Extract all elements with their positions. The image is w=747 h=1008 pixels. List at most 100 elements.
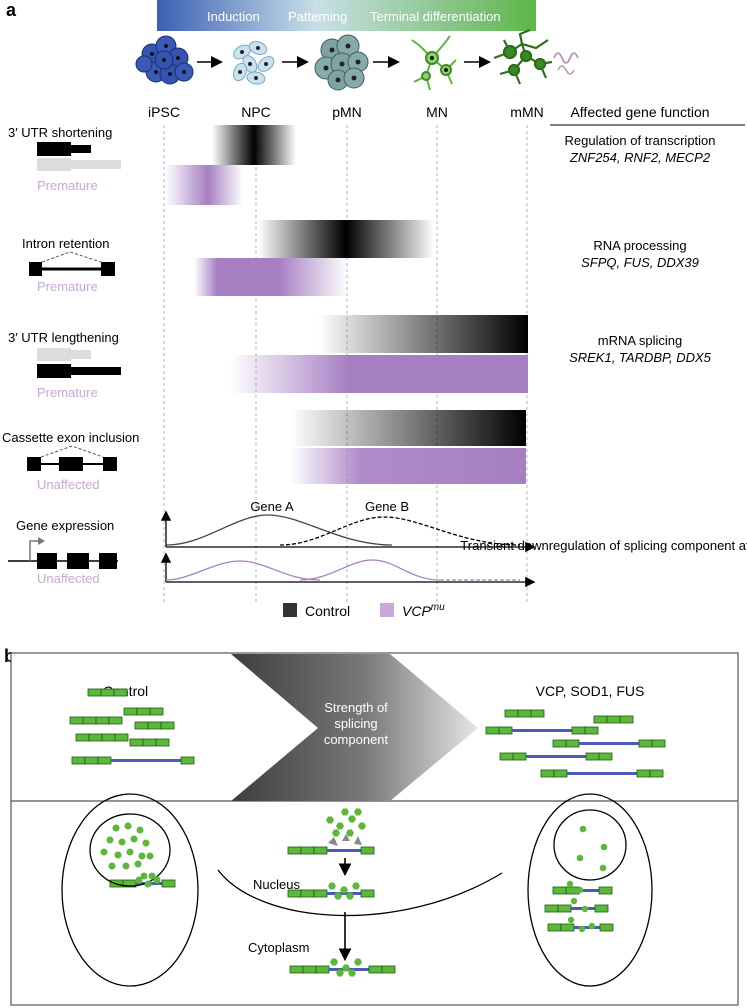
exon-segment	[552, 739, 567, 748]
legend-vcp-swatch	[380, 603, 394, 617]
exon-segment	[360, 889, 375, 898]
exon-segment	[95, 716, 110, 725]
genes-rna-processing: SFPQ, FUS, DDX39	[581, 255, 699, 270]
function-label-downregulation: Transient downregulation of splicing com…	[460, 538, 747, 553]
exon-segment	[100, 688, 115, 697]
protein-dot	[578, 925, 586, 933]
control-expression-plot	[160, 510, 536, 553]
protein-hexagon	[352, 882, 360, 890]
stage-label-npc: NPC	[241, 104, 271, 120]
exon-segment	[517, 709, 532, 718]
protein-dot	[140, 872, 148, 880]
exon-segment	[129, 738, 144, 747]
exon-segment	[368, 965, 383, 974]
protein-dot	[126, 848, 134, 856]
exon-segment	[134, 721, 149, 730]
exon-segment	[84, 756, 99, 765]
exon-segment	[485, 726, 500, 735]
protein-dot	[581, 905, 589, 913]
exon-segment	[287, 846, 302, 855]
protein-hexagon	[334, 892, 342, 900]
exon-segment	[540, 769, 555, 778]
exon-segment	[313, 846, 328, 855]
exon-segment	[638, 739, 653, 748]
strength-label: Strength of	[324, 700, 388, 715]
exon-segment	[599, 923, 614, 932]
protein-hexagon	[342, 964, 350, 972]
protein-hexagon	[326, 816, 334, 824]
exon-segment	[547, 923, 562, 932]
protein-dot	[100, 848, 108, 856]
exon-segment	[97, 756, 112, 765]
protein-hexagon	[348, 969, 356, 977]
exon-segment	[123, 707, 138, 716]
control-band-utr-lengthening	[318, 315, 528, 353]
protein-dot	[112, 824, 120, 832]
utr-shortening-diagram	[37, 142, 121, 171]
protein-dot	[130, 835, 138, 843]
protein-dot	[599, 864, 607, 872]
exon-segment	[606, 715, 621, 724]
protein-dot	[122, 862, 130, 870]
protein-hexagon	[330, 958, 338, 966]
event-label-cassette-exon: Cassette exon inclusion	[2, 430, 139, 445]
stage-label-mn: MN	[426, 104, 448, 120]
stage-bar	[157, 0, 536, 31]
gene-a-label: Gene A	[250, 499, 294, 514]
exon-segment	[136, 707, 151, 716]
panel-a-label: a	[6, 0, 17, 20]
exon-segment	[499, 752, 514, 761]
exon-segment	[155, 738, 170, 747]
splicing-strength-chevron	[231, 654, 478, 801]
protein-hexagon	[346, 829, 354, 837]
ipsc-cluster-icon	[135, 35, 194, 85]
gene-b-label: Gene B	[365, 499, 409, 514]
legend-control-swatch	[283, 603, 297, 617]
left-cell	[61, 793, 199, 987]
protein-dot	[124, 822, 132, 830]
protein-dot	[138, 852, 146, 860]
status-premature: Premature	[37, 178, 98, 193]
function-label-mrna-splicing: mRNA splicing	[598, 333, 683, 348]
exon-segment	[552, 886, 567, 895]
legend-vcp-text: VCP	[402, 603, 431, 619]
pmn-cluster-icon	[314, 34, 369, 91]
process-arrows	[328, 834, 362, 962]
exon-segment	[88, 733, 103, 742]
vcp-band-intron-retention	[194, 258, 348, 296]
vcp-band-cassette-exon	[290, 448, 526, 484]
exon-segment	[560, 923, 575, 932]
mn-neuron-icon	[411, 35, 457, 91]
stage-induction: Induction	[207, 9, 260, 24]
protein-hexagon	[336, 969, 344, 977]
npc-cluster-icon	[233, 41, 275, 85]
status-unaffected: Unaffected	[37, 477, 100, 492]
exon-segment	[598, 886, 613, 895]
vcp-expression-plot	[160, 552, 536, 588]
stage-patterning: Patterning	[288, 9, 347, 24]
protein-dot	[148, 872, 156, 880]
protein-hexagon	[341, 808, 349, 816]
control-band-intron-retention	[258, 220, 434, 258]
legend-vcp-superscript: mu	[431, 602, 445, 613]
exon-segment	[161, 879, 176, 888]
transcript-layer	[69, 688, 666, 974]
protein-dot	[146, 852, 154, 860]
protein-dot	[108, 862, 116, 870]
exon-segment	[160, 721, 175, 730]
protein-dot	[600, 843, 608, 851]
exon-segment	[584, 726, 599, 735]
exon-segment	[69, 716, 84, 725]
nuclear-membrane	[217, 869, 503, 917]
exon-segment	[114, 733, 129, 742]
function-label-transcription: Regulation of transcription	[564, 133, 715, 148]
protein-dot	[106, 836, 114, 844]
event-label-gene-expression: Gene expression	[16, 518, 114, 533]
intron-retention-diagram	[29, 251, 115, 276]
event-label-utr-lengthening: 3′ UTR lengthening	[8, 330, 119, 345]
cassette-exon-diagram	[27, 445, 117, 471]
stage-label-pmn: pMN	[332, 104, 362, 120]
stage-terminal: Terminal differentiation	[370, 9, 501, 24]
protein-dot	[118, 838, 126, 846]
exon-segment	[512, 752, 527, 761]
